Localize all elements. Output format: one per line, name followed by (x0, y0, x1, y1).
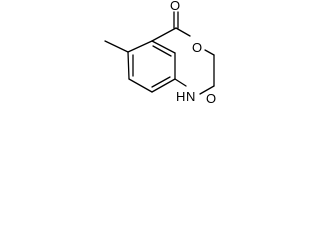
bond-n-c2 (199, 85, 215, 95)
atom-o-ring: O (192, 40, 202, 55)
bond-ring-inner-2 (151, 76, 171, 88)
atom-n-ring: N (186, 89, 195, 104)
atom-o-carbonyl-top: O (170, 0, 180, 13)
bond-ring-5 (128, 78, 153, 93)
bond-c2-n (174, 78, 187, 87)
bond-ring-2 (151, 40, 176, 54)
chemical-structure: O O O N H (104, 0, 216, 106)
bond-o-ring-c2 (204, 49, 215, 56)
bond-ring-6 (127, 51, 130, 80)
bond-ring-inner-1 (152, 45, 172, 57)
atom-o-carbonyl-right: O (206, 91, 216, 106)
atom-h-ring: H (176, 89, 185, 104)
bond-ring-1 (127, 40, 153, 53)
bond-methyl (104, 40, 129, 53)
bond-c4-o-ring (175, 27, 191, 37)
bond-c4 (151, 27, 177, 42)
bond-ring-4 (151, 78, 176, 93)
